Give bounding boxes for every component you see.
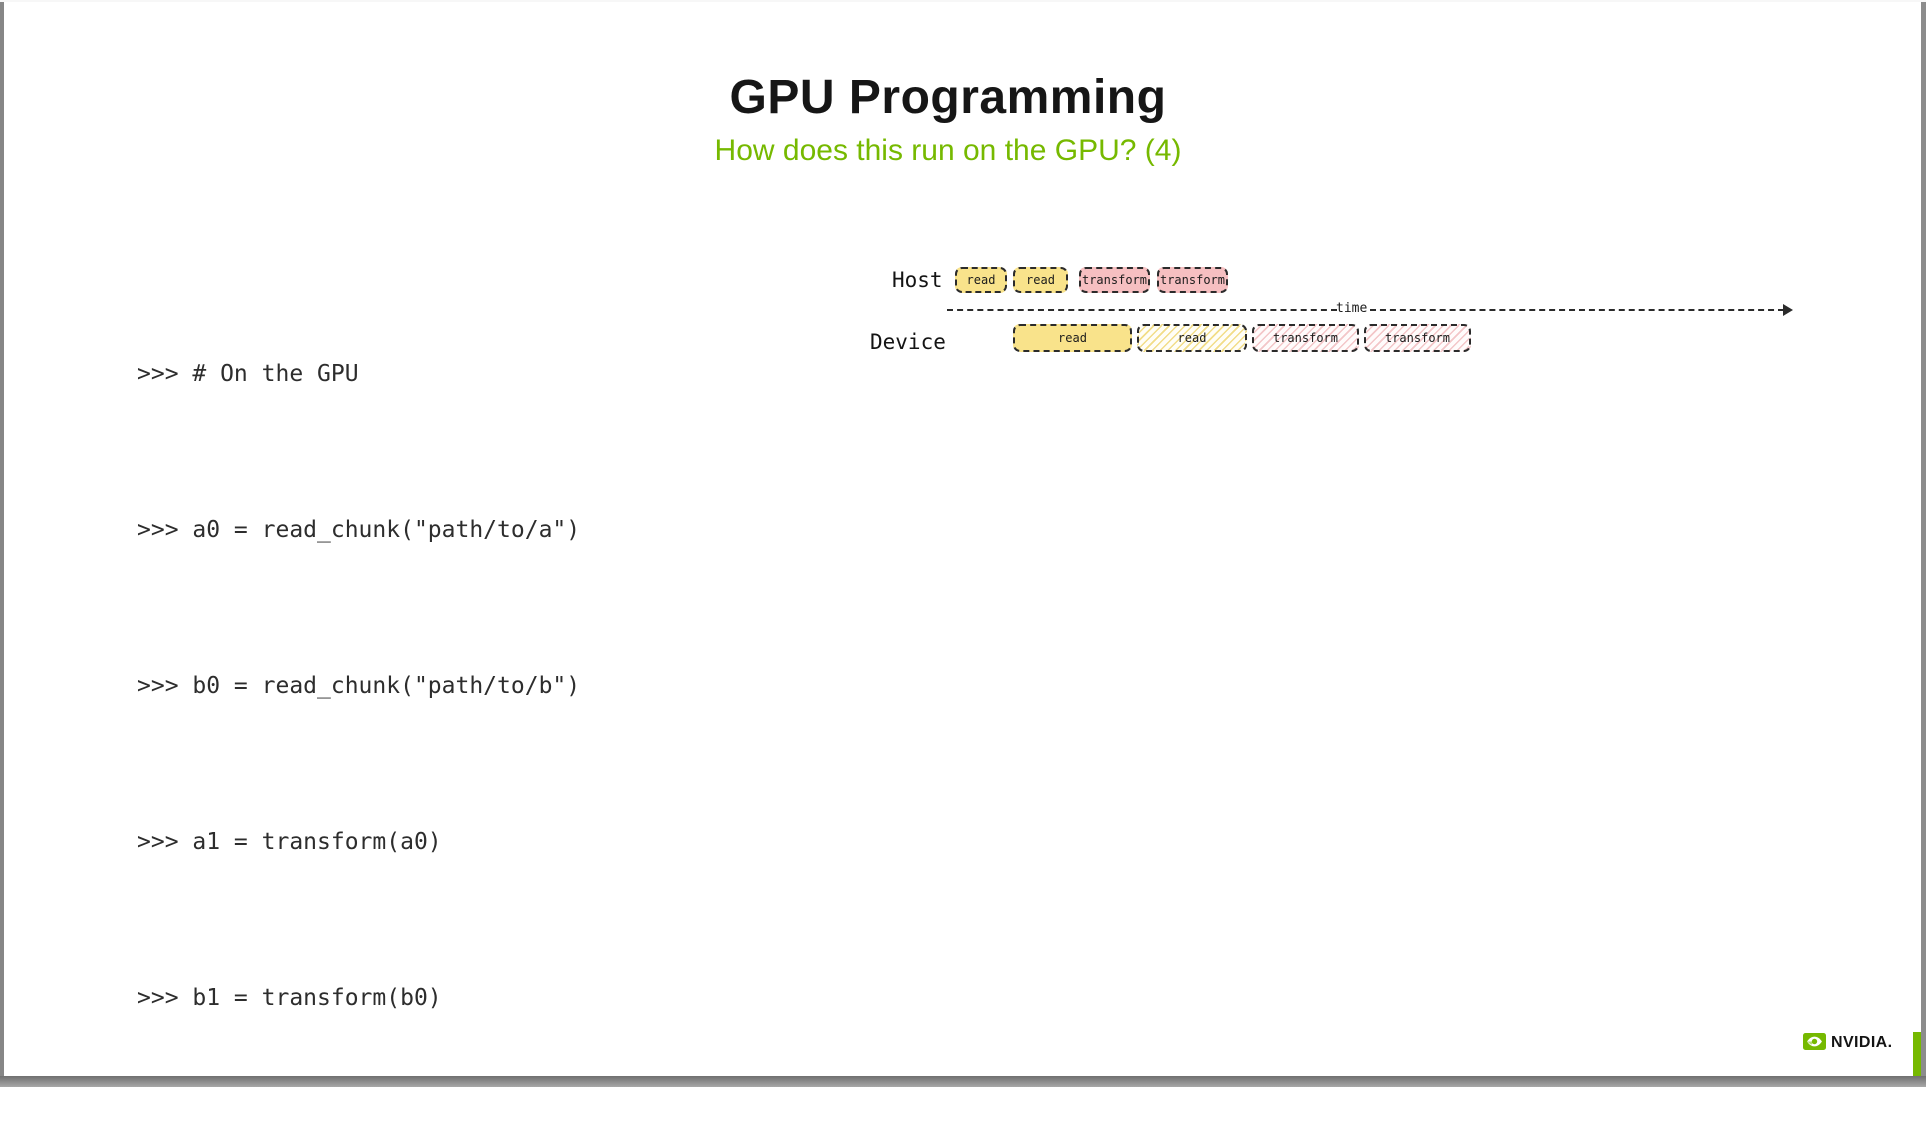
page-title: GPU Programming bbox=[4, 70, 1892, 125]
code-line: >>> b1 = transform(b0) bbox=[137, 972, 580, 1024]
time-axis-segment bbox=[1370, 309, 1784, 311]
host-op-read-2: read bbox=[1013, 267, 1068, 293]
viewer-edge-top bbox=[0, 0, 1926, 2]
device-row-label: Device bbox=[870, 330, 946, 354]
device-op-transform-1: transform bbox=[1252, 324, 1359, 352]
host-op-read-1: read bbox=[955, 267, 1007, 293]
code-line: >>> b0 = read_chunk("path/to/b") bbox=[137, 660, 580, 712]
page-subtitle: How does this run on the GPU? (4) bbox=[4, 134, 1892, 168]
code-line: >>> a0 = read_chunk("path/to/a") bbox=[137, 504, 580, 556]
code-block: >>> # On the GPU >>> a0 = read_chunk("pa… bbox=[137, 244, 580, 1128]
viewer-edge-left bbox=[0, 0, 4, 1087]
time-axis-arrowhead-icon bbox=[1783, 304, 1793, 316]
nvidia-eye-icon bbox=[1803, 1033, 1826, 1050]
device-op-transform-2: transform bbox=[1364, 324, 1471, 352]
time-axis-label: time bbox=[1336, 301, 1367, 316]
code-line: >>> a1 = transform(a0) bbox=[137, 816, 580, 868]
code-line: >>> # On the GPU bbox=[137, 348, 580, 400]
nvidia-wordmark: NVIDIA. bbox=[1831, 1034, 1892, 1052]
host-op-transform-1: transform bbox=[1079, 267, 1150, 293]
host-op-transform-2: transform bbox=[1157, 267, 1228, 293]
slide-canvas: GPU Programming How does this run on the… bbox=[4, 0, 1921, 1076]
viewer-edge-bottom bbox=[0, 1076, 1926, 1087]
viewer-edge-right bbox=[1921, 0, 1926, 1087]
time-axis-segment bbox=[947, 309, 1337, 311]
device-op-read-1: read bbox=[1013, 324, 1132, 352]
device-op-read-2: read bbox=[1137, 324, 1247, 352]
host-row-label: Host bbox=[892, 268, 943, 292]
